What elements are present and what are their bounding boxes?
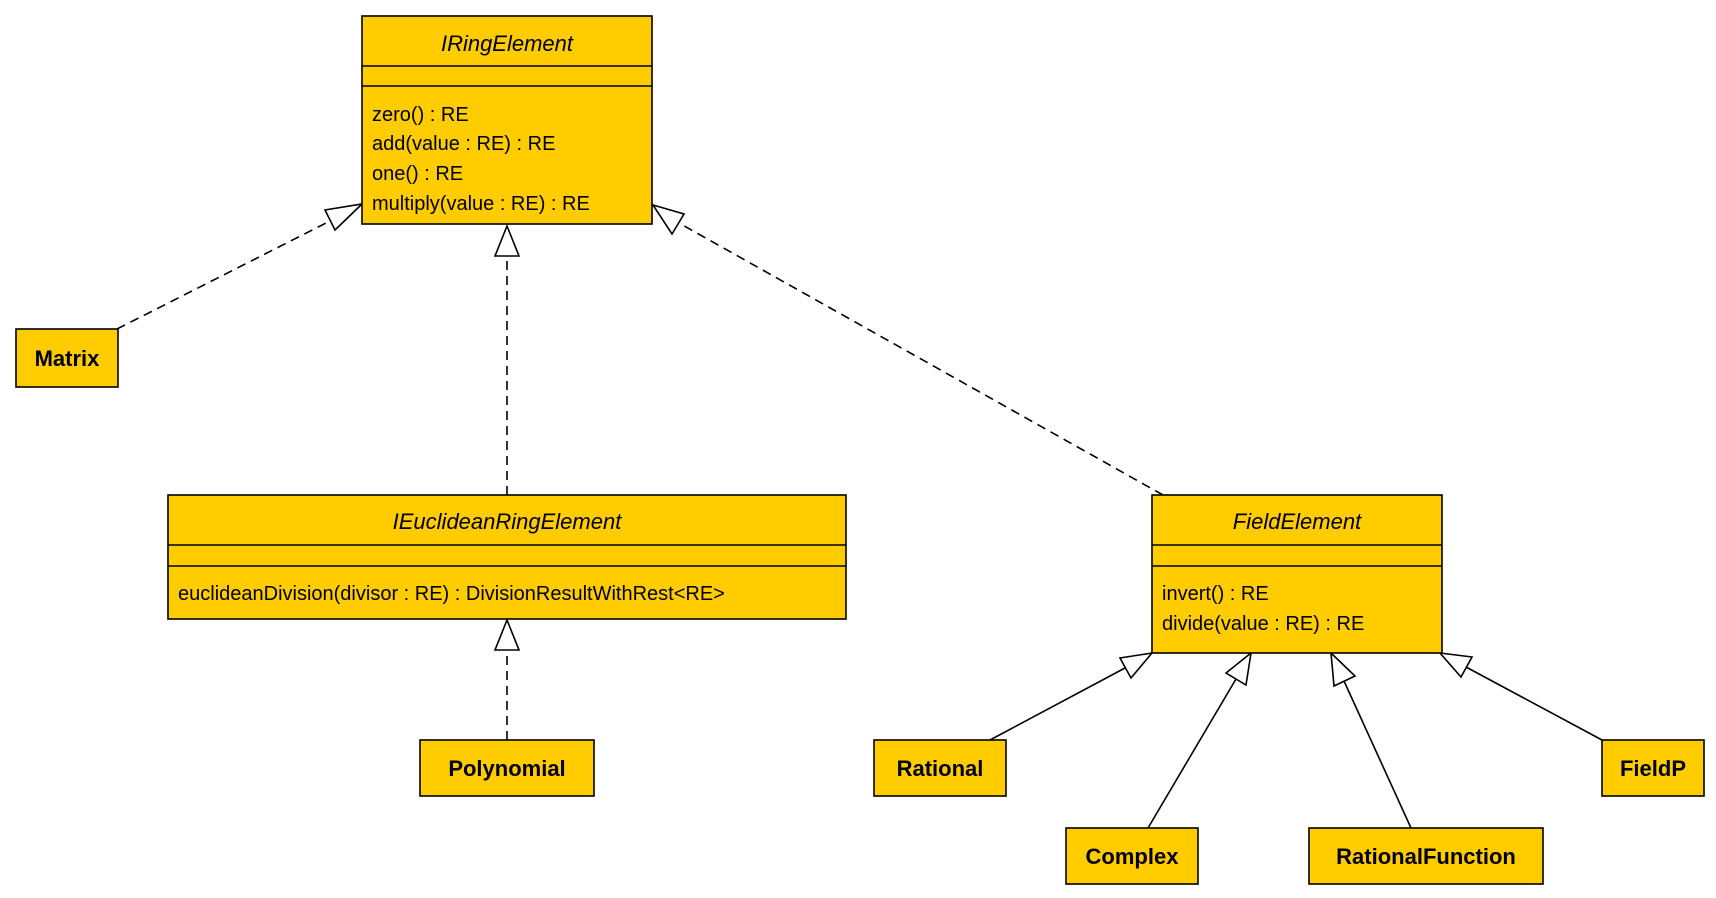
generalization-arrowhead-rational	[1118, 651, 1154, 680]
class-complex[interactable]: Complex	[1065, 827, 1199, 885]
realization-matrix-to-iringelement	[116, 218, 335, 330]
class-name: Matrix	[35, 346, 101, 371]
interface-name: IEuclideanRingElement	[393, 509, 623, 534]
class-rationalfunction[interactable]: RationalFunction	[1308, 827, 1544, 885]
generalization-arrowhead-complex	[1224, 651, 1253, 687]
class-name: Complex	[1086, 844, 1180, 869]
method-divide: divide(value : RE) : RE	[1162, 613, 1364, 635]
interface-ieuclideanringelement[interactable]: IEuclideanRingElement euclideanDivision(…	[167, 494, 847, 620]
class-rational[interactable]: Rational	[873, 739, 1007, 797]
interface-name: IRingElement	[441, 31, 574, 56]
realization-arrowhead-matrix	[323, 202, 365, 232]
class-name: Rational	[897, 756, 984, 781]
realization-arrowhead-polynomial	[493, 617, 521, 651]
generalization-arrowhead-fieldp	[1438, 651, 1474, 679]
interface-iringelement[interactable]: IRingElement zero() : RE add(value : RE)…	[361, 15, 653, 225]
class-name: RationalFunction	[1336, 844, 1516, 869]
method-zero: zero() : RE	[372, 104, 469, 126]
interface-name: FieldElement	[1233, 509, 1362, 534]
method-euclidean-division: euclideanDivision(divisor : RE) : Divisi…	[178, 583, 725, 605]
generalization-rationalfunction-to-field	[1343, 680, 1412, 829]
class-fieldp[interactable]: FieldP	[1601, 739, 1705, 797]
class-polynomial[interactable]: Polynomial	[419, 739, 595, 797]
generalization-fieldp-to-field	[1465, 666, 1603, 741]
realization-arrowhead-field	[651, 203, 686, 236]
method-one: one() : RE	[372, 163, 463, 185]
generalization-rational-to-field	[989, 667, 1126, 741]
interface-fieldelement[interactable]: FieldElement invert() : RE divide(value …	[1151, 494, 1443, 654]
class-name: FieldP	[1620, 756, 1686, 781]
generalization-complex-to-field	[1147, 678, 1237, 829]
generalization-arrowhead-rationalfunction	[1330, 650, 1357, 688]
method-invert: invert() : RE	[1162, 583, 1269, 605]
realization-field-to-iringelement	[678, 222, 1164, 496]
method-multiply: multiply(value : RE) : RE	[372, 193, 590, 215]
class-name: Polynomial	[448, 756, 565, 781]
realization-arrowhead-ieuclid	[493, 223, 521, 257]
method-add: add(value : RE) : RE	[372, 133, 555, 155]
relations-layer	[116, 202, 1603, 829]
class-matrix[interactable]: Matrix	[15, 328, 119, 388]
